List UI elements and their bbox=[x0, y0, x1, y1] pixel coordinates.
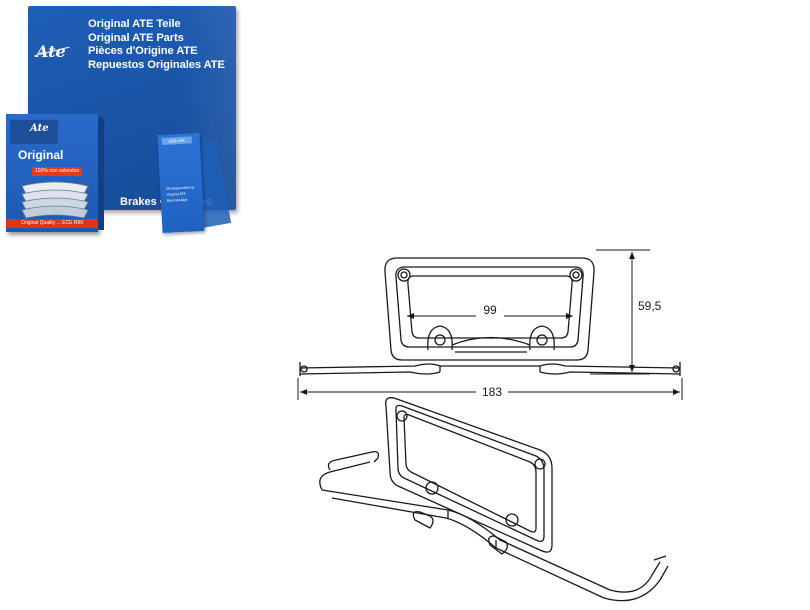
title-line-en: Original ATE Parts bbox=[88, 31, 184, 44]
dim-overall-width: 183 bbox=[482, 385, 502, 399]
package-title-lines: Original ATE Teile Original ATE Parts Pi… bbox=[88, 18, 225, 72]
dim-height: 59,5 bbox=[638, 299, 662, 313]
brake-pad-box: Ate Original 100% non asbestos Original … bbox=[6, 114, 104, 232]
title-line-es: Repuestos Originales ATE bbox=[88, 58, 225, 71]
ate-package-box: Ate Original ATE Teile Original ATE Part… bbox=[28, 6, 236, 210]
isometric-view bbox=[319, 397, 669, 602]
front-view bbox=[299, 257, 681, 376]
dim-label-bg bbox=[476, 385, 508, 399]
ate-logo-small: Ate bbox=[30, 123, 49, 134]
dimension-lines bbox=[297, 249, 683, 400]
ate-logo: Ate bbox=[36, 42, 66, 61]
dim-inner-width: 99 bbox=[483, 303, 497, 317]
box-side bbox=[98, 118, 104, 230]
quality-strip: Original Quality ... ECE R90 bbox=[6, 219, 98, 228]
original-label: Original bbox=[18, 148, 64, 162]
title-line-fr: Pièces d'Origine ATE bbox=[88, 45, 198, 58]
logo-strip bbox=[10, 120, 58, 144]
title-line-de: Original ATE Teile bbox=[88, 18, 181, 30]
brake-pads-icon bbox=[21, 181, 89, 219]
asbestos-badge: 100% non asbestos bbox=[32, 167, 82, 176]
dim-label-bg bbox=[476, 304, 504, 318]
